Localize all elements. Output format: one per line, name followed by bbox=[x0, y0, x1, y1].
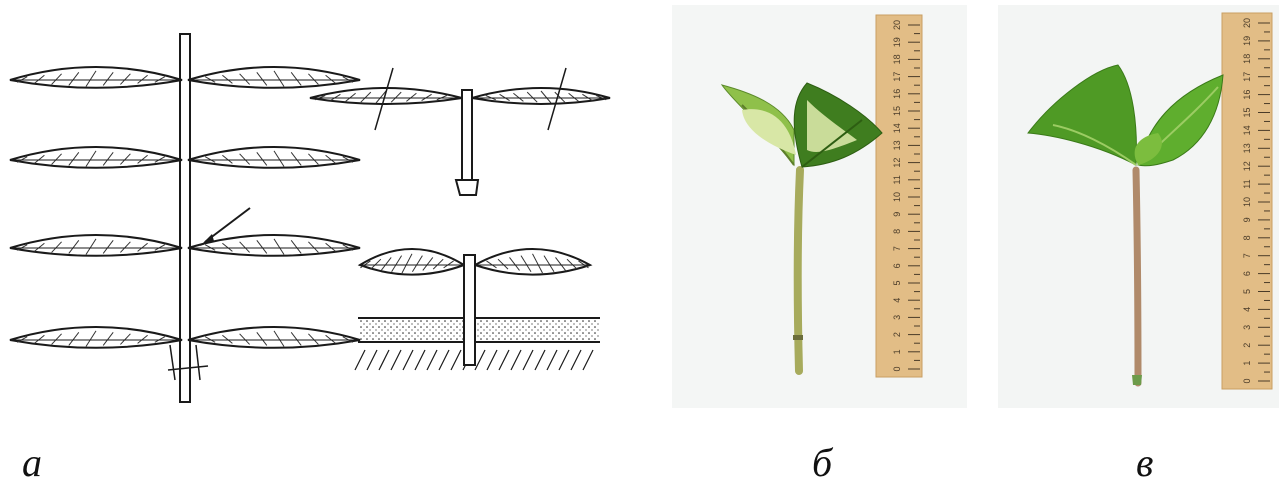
ruler-tick-label: 19 bbox=[1242, 36, 1252, 46]
ruler-tick-label: 11 bbox=[1242, 179, 1252, 188]
leaf bbox=[188, 147, 360, 168]
ruler-tick-label: 20 bbox=[892, 20, 902, 30]
cutting-scheme-drawing bbox=[0, 20, 620, 405]
ruler-tick-label: 3 bbox=[892, 315, 902, 320]
caption-a: а bbox=[22, 443, 42, 483]
ruler-tick-label: 10 bbox=[1242, 197, 1252, 207]
leaf bbox=[188, 327, 360, 348]
leaf bbox=[188, 67, 360, 88]
caption-c: в bbox=[1136, 443, 1153, 483]
ruler-tick-label: 5 bbox=[892, 280, 902, 285]
leaf bbox=[188, 235, 360, 256]
ruler-tick-label: 16 bbox=[892, 89, 902, 99]
ruler-tick-label: 12 bbox=[1242, 161, 1252, 171]
caption-b: б bbox=[812, 443, 832, 483]
ruler-tick-label: 18 bbox=[1242, 54, 1252, 64]
ruler-tick-label: 7 bbox=[892, 246, 902, 251]
ruler-tick-label: 0 bbox=[1242, 378, 1252, 383]
ruler-tick-label: 6 bbox=[892, 263, 902, 268]
leaf bbox=[10, 235, 182, 256]
ruler-tick-label: 4 bbox=[892, 298, 902, 303]
leaf bbox=[472, 88, 610, 104]
panel-a-drawing bbox=[0, 20, 620, 405]
ruler-tick-label: 6 bbox=[1242, 271, 1252, 276]
ruler-tick-label: 10 bbox=[892, 192, 902, 202]
ruler-tick-label: 13 bbox=[892, 140, 902, 150]
ruler-tick-label: 9 bbox=[892, 212, 902, 217]
ruler-tick-label: 1 bbox=[892, 349, 902, 354]
ruler-tick-label: 4 bbox=[1242, 307, 1252, 312]
ruler-tick-label: 14 bbox=[1242, 125, 1252, 135]
ruler-tick-label: 11 bbox=[892, 175, 902, 184]
leaf bbox=[10, 327, 182, 348]
leaf-left bbox=[1028, 65, 1136, 165]
ruler-tick-label: 16 bbox=[1242, 90, 1252, 100]
leaf-left-variegated bbox=[742, 109, 796, 155]
ruler-tick-label: 8 bbox=[1242, 235, 1252, 240]
ruler-tick-label: 9 bbox=[1242, 217, 1252, 222]
ruler-tick-label: 7 bbox=[1242, 253, 1252, 258]
main-stem bbox=[180, 34, 190, 402]
ruler-tick-label: 19 bbox=[892, 37, 902, 47]
ruler-tick-label: 1 bbox=[1242, 361, 1252, 366]
stem bbox=[1136, 170, 1138, 383]
stem bbox=[798, 170, 800, 371]
leaf bbox=[360, 249, 464, 275]
ruler-tick-label: 15 bbox=[1242, 107, 1252, 117]
ruler-tick-label: 12 bbox=[892, 158, 902, 168]
ruler-tick-label: 14 bbox=[892, 123, 902, 133]
ruler-tick-label: 0 bbox=[892, 366, 902, 371]
ruler-tick-label: 20 bbox=[1242, 18, 1252, 28]
ruler-tick-label: 8 bbox=[892, 229, 902, 234]
ruler-tick-label: 3 bbox=[1242, 325, 1252, 330]
leaf bbox=[10, 67, 182, 88]
ruler-tick-label: 15 bbox=[892, 106, 902, 116]
ruler-tick-label: 18 bbox=[892, 54, 902, 64]
ruler-tick-label: 2 bbox=[1242, 343, 1252, 348]
ruler-tick-label: 5 bbox=[1242, 289, 1252, 294]
ruler-tick-label: 17 bbox=[1242, 72, 1252, 82]
ruler-tick-label: 2 bbox=[892, 332, 902, 337]
leaf bbox=[475, 249, 590, 275]
ruler-tick-label: 13 bbox=[1242, 143, 1252, 153]
ruler-tick-label: 17 bbox=[892, 72, 902, 82]
leaf bbox=[10, 147, 182, 168]
